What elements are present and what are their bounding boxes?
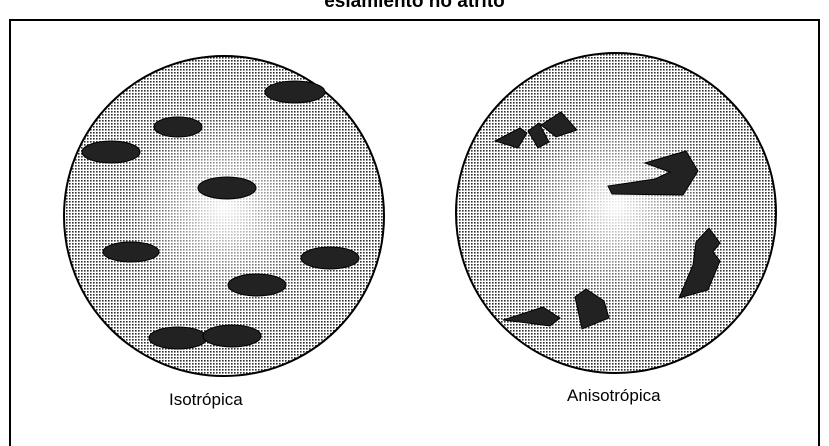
isotropic-particle xyxy=(203,325,261,347)
isotropic-particle xyxy=(149,327,207,349)
isotropic-particle xyxy=(82,141,140,163)
isotropic-particle xyxy=(228,274,286,296)
isotropic-panel xyxy=(64,56,384,376)
anisotropic-panel xyxy=(456,53,776,373)
isotropic-particle xyxy=(154,117,202,137)
isotropic-particle xyxy=(103,242,159,262)
isotropic-particle xyxy=(301,247,359,269)
isotropic-particle xyxy=(265,81,325,103)
isotropic-particle xyxy=(198,177,256,199)
anisotropic-label: Anisotrópica xyxy=(567,386,661,406)
isotropic-label: Isotrópica xyxy=(169,390,243,410)
